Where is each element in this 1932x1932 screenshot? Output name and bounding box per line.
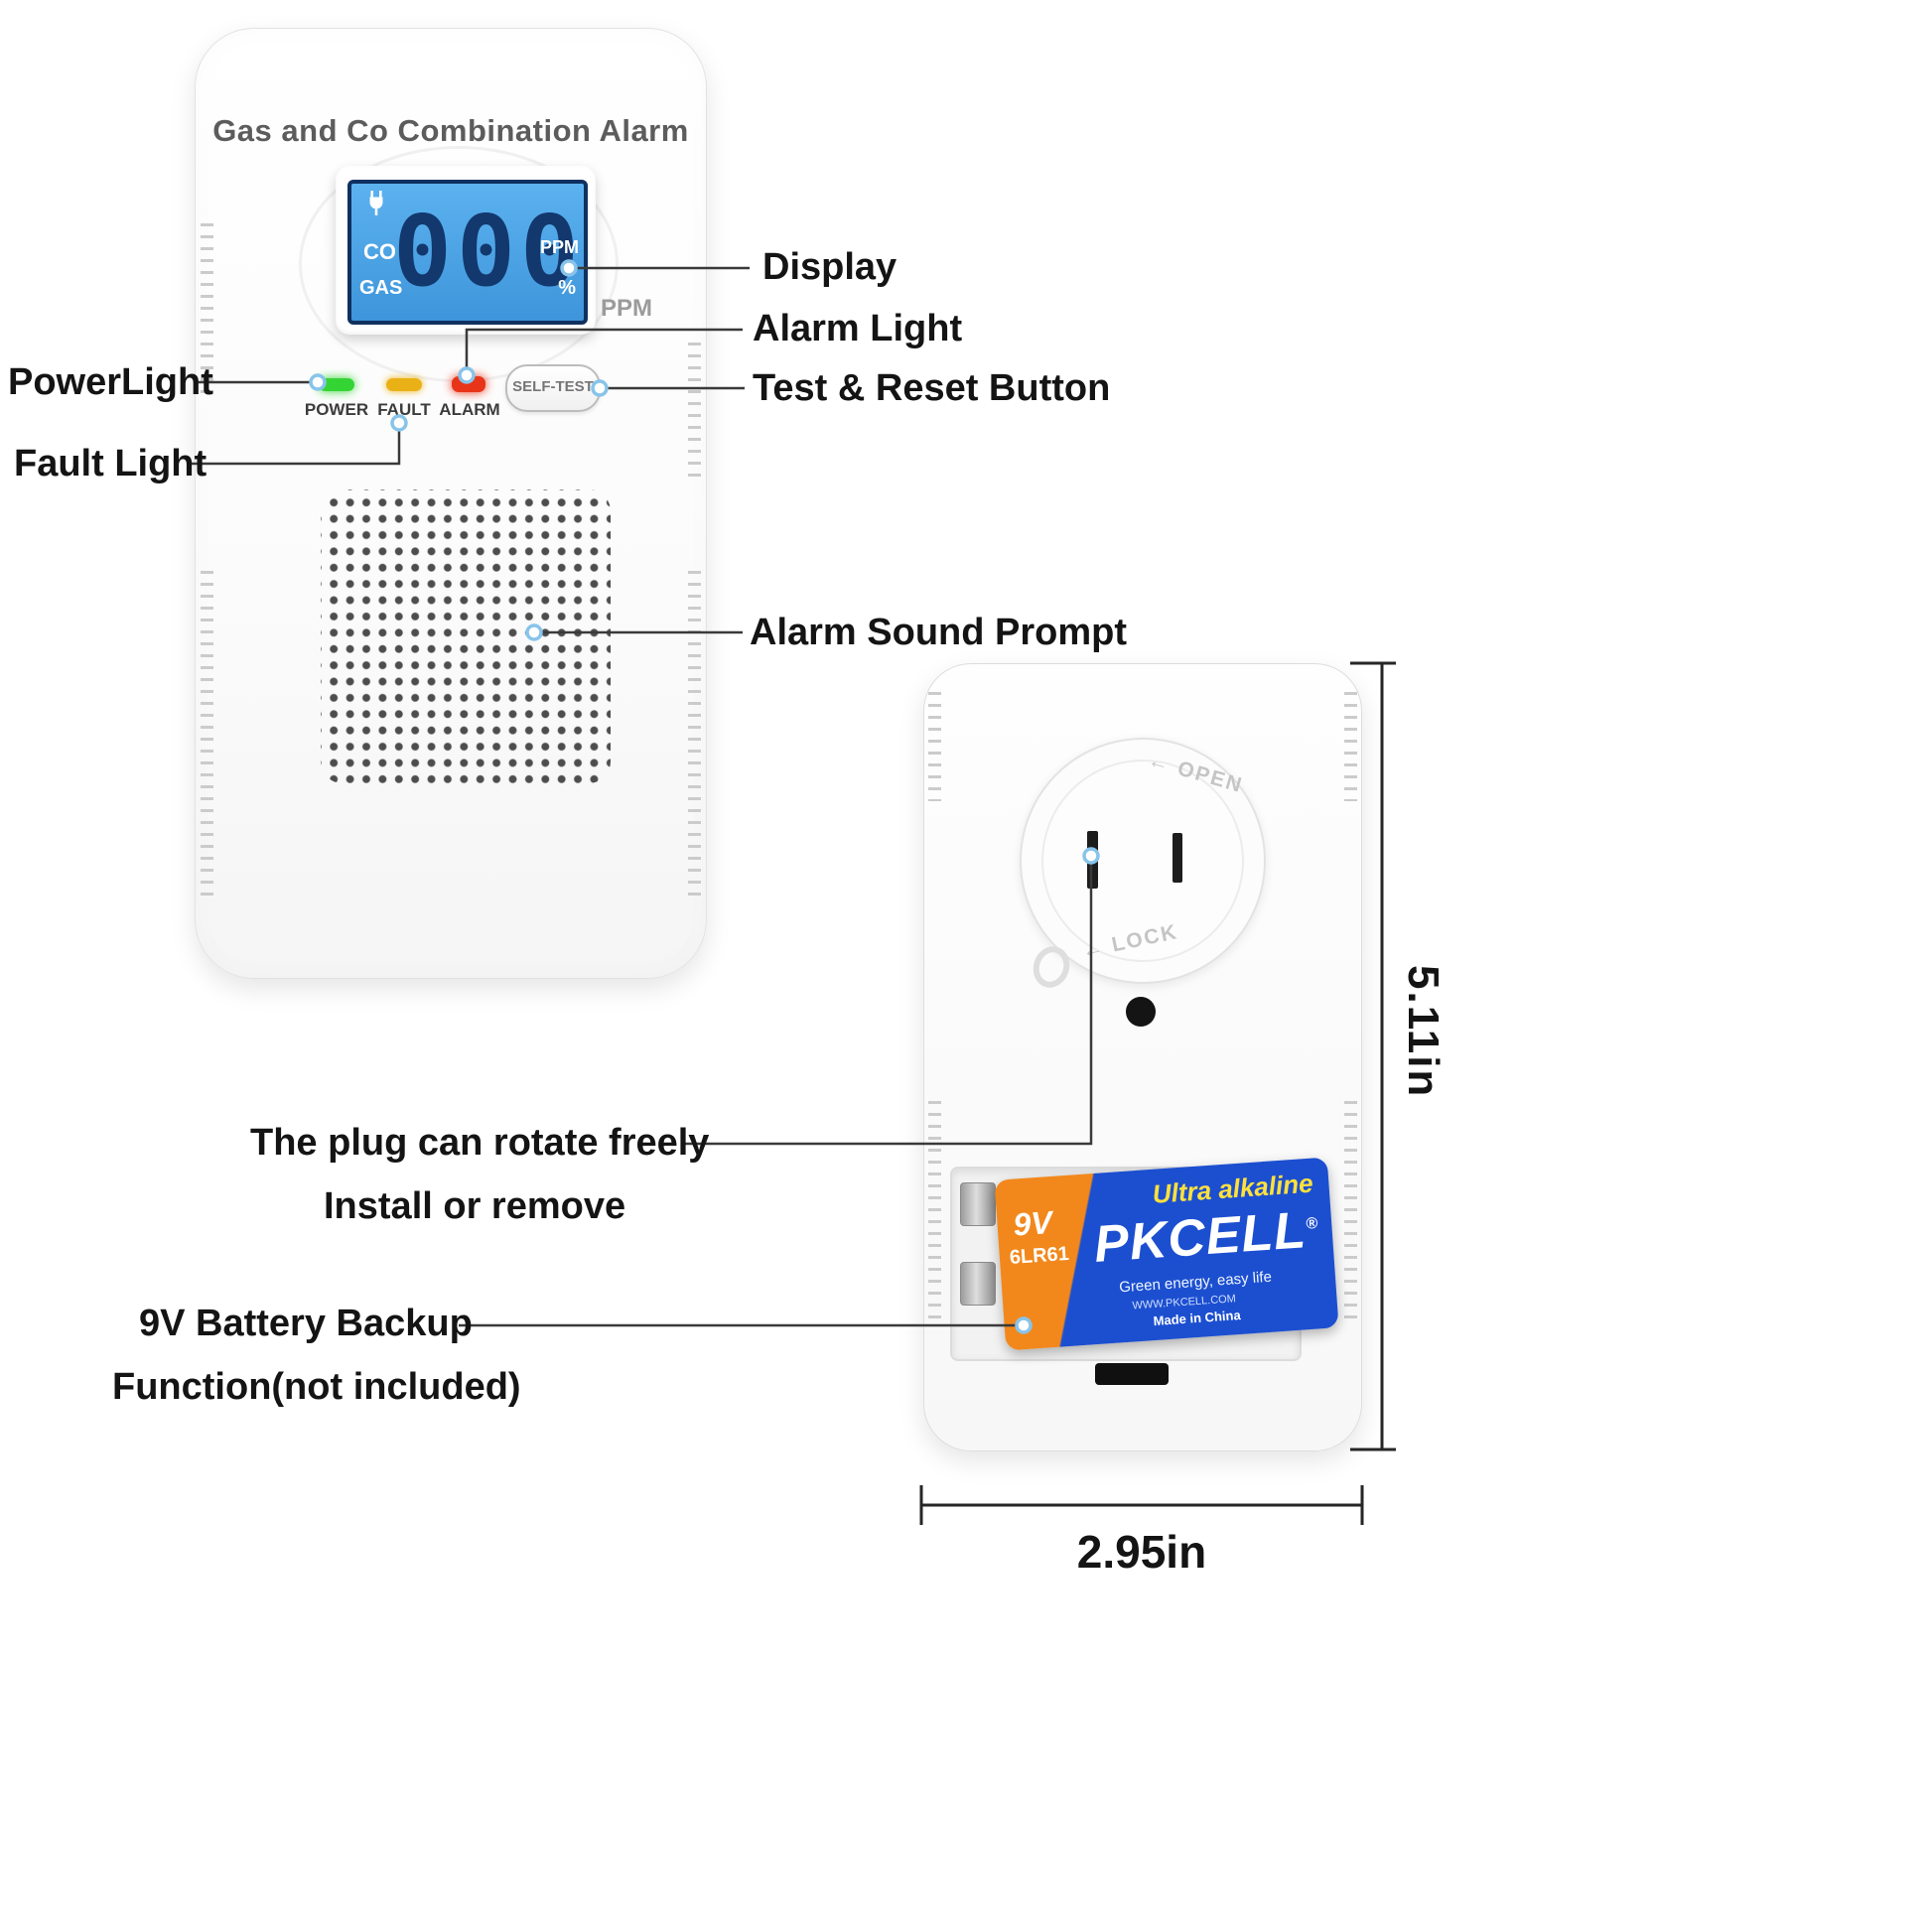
annotation-plug-rotate-1: The plug can rotate freely [250, 1122, 710, 1164]
lcd-screen: CO GAS 000 PPM % [347, 180, 588, 325]
battery-brand-text: PKCELL [1092, 1201, 1309, 1274]
annotation-alarm-sound: Alarm Sound Prompt [750, 612, 1128, 653]
battery-slogan: Green energy, easy life [1118, 1268, 1273, 1297]
battery-origin: Made in China [1153, 1307, 1242, 1329]
backup-battery: 9V 6LR61 Ultra alkaline PKCELL® Green en… [994, 1157, 1339, 1351]
front-vent-left-lower [201, 571, 213, 898]
front-vent-right-lower [688, 571, 701, 898]
annotation-plug-rotate-2: Install or remove [324, 1185, 626, 1227]
device-title: Gas and Co Combination Alarm [212, 113, 689, 148]
lcd-percent-label: % [558, 277, 576, 299]
alarm-led [452, 376, 485, 392]
speaker-grille [321, 489, 611, 783]
battery-voltage: 9V [1012, 1204, 1053, 1243]
ppm-caption: PPM [601, 295, 653, 322]
lcd-ppm-label: PPM [539, 237, 579, 257]
lcd-reading: 000 [393, 196, 585, 309]
plug-power-icon [365, 190, 387, 222]
back-vent-left-lower [928, 1101, 941, 1319]
power-led-label: POWER [304, 400, 369, 419]
lcd-co-label: CO [363, 239, 396, 264]
battery-door-slot [1095, 1363, 1169, 1385]
back-vent-right-lower [1344, 1101, 1357, 1319]
battery-brand: PKCELL® [1092, 1199, 1320, 1275]
annotation-power-light: PowerLight [8, 361, 213, 403]
plug-prong-right [1173, 833, 1182, 883]
lock-arrow-icon: ← [1079, 935, 1107, 963]
height-dimension-label: 5.11in [1399, 965, 1448, 1099]
fault-led [386, 378, 422, 391]
width-dimension-label: 2.95in [1076, 1526, 1207, 1578]
front-vent-left-upper [201, 223, 213, 394]
front-vent-right-upper [688, 343, 701, 485]
annotation-fault-light: Fault Light [14, 443, 207, 484]
annotation-alarm-light: Alarm Light [753, 308, 963, 349]
self-test-button: SELF-TEST [505, 364, 601, 412]
battery-model: 6LR61 [1009, 1242, 1070, 1270]
annotation-battery-1: 9V Battery Backup [139, 1303, 473, 1344]
alarm-front-view: Gas and Co Combination Alarm CO GAS 000 … [195, 28, 707, 979]
rotating-plug-disc: ← OPEN ← LOCK [1020, 738, 1266, 984]
battery-contact-top [960, 1182, 996, 1226]
plug-prong-left [1087, 831, 1098, 889]
alarm-back-view: ← OPEN ← LOCK 9V 6LR61 Ultra alkaline PK… [923, 663, 1362, 1451]
alarm-led-label: ALARM [439, 400, 500, 419]
annotation-test-reset: Test & Reset Button [753, 367, 1111, 409]
open-arrow-icon: ← [1145, 748, 1174, 777]
power-led [319, 378, 354, 391]
back-vent-right-upper [1344, 692, 1357, 801]
registered-mark: ® [1305, 1214, 1319, 1233]
battery-contact-bottom [960, 1262, 996, 1306]
lcd-gas-label: GAS [359, 277, 403, 299]
annotation-display: Display [762, 246, 897, 288]
back-vent-left-upper [928, 692, 941, 801]
annotation-battery-2: Function(not included) [112, 1366, 521, 1408]
mounting-hole [1126, 997, 1156, 1027]
lcd-frame: CO GAS 000 PPM % [336, 166, 596, 335]
